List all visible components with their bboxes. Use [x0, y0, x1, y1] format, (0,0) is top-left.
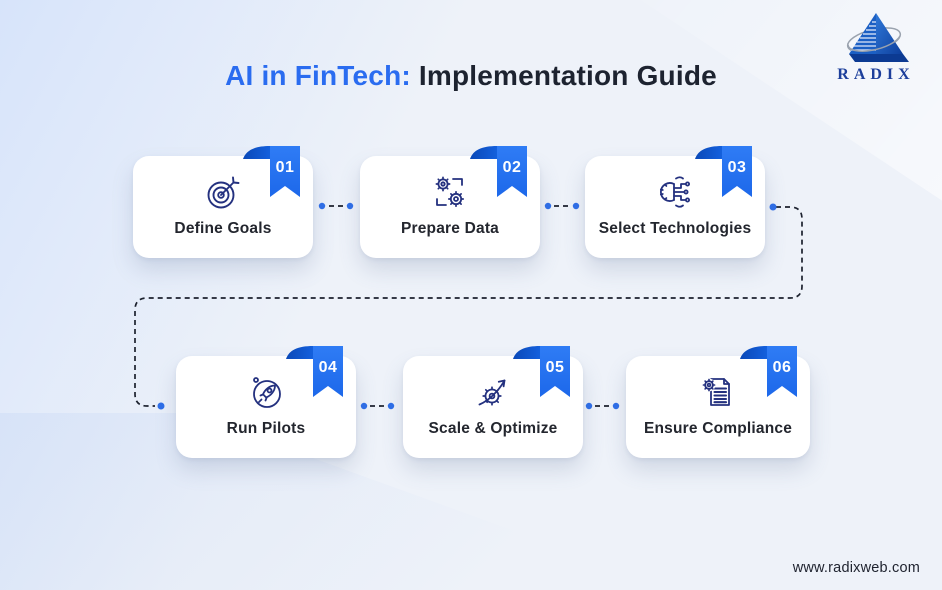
step-card-scale-optimize: 05 Scale & Optimize — [403, 346, 583, 458]
data-gears-icon — [435, 176, 465, 208]
step-number: 04 — [318, 359, 338, 376]
connector-dot — [318, 202, 326, 210]
connector-dot — [360, 402, 368, 410]
connector-dot — [572, 202, 580, 210]
step-label: Scale & Optimize — [428, 420, 558, 437]
step-ribbon — [286, 346, 343, 397]
gear-circuit-icon — [659, 176, 690, 208]
radix-logo: RADIX — [824, 10, 928, 84]
target-goal-icon — [207, 176, 240, 209]
page-title-highlight: AI in FinTech: — [225, 60, 411, 91]
connector-dot — [387, 402, 395, 410]
connector-dot — [346, 202, 354, 210]
connector-dot — [544, 202, 552, 210]
connector-dot — [769, 203, 777, 211]
step-ribbon — [470, 146, 527, 197]
step-label: Run Pilots — [226, 420, 306, 437]
step-card-ensure-compliance: 06 Ensure Compliance — [626, 346, 810, 458]
radix-pyramid-icon — [846, 13, 909, 62]
page-title-rest: Implementation Guide — [410, 60, 717, 91]
rocket-icon — [253, 377, 281, 408]
step-number: 06 — [772, 359, 792, 376]
document-gear-icon — [702, 378, 730, 406]
step-card-run-pilots: 04 Run Pilots — [176, 346, 356, 458]
step-label: Prepare Data — [400, 220, 500, 237]
step-number: 02 — [502, 159, 522, 176]
connector-dot — [612, 402, 620, 410]
connector-dot — [157, 402, 165, 410]
step-label: Define Goals — [174, 220, 272, 237]
step-card-define-goals: 01 Define Goals — [133, 146, 313, 258]
page-title: AI in FinTech: Implementation Guide — [0, 60, 942, 92]
step-number: 05 — [545, 359, 565, 376]
step-number: 03 — [727, 159, 747, 176]
gear-arrow-icon — [478, 379, 506, 406]
step-ribbon — [740, 346, 797, 397]
step-number: 01 — [275, 159, 295, 176]
step-card-prepare-data: 02 Prepare Data — [360, 146, 540, 258]
radix-logo-text: RADIX — [837, 66, 915, 83]
step-card-select-technologies: 03 Select Technologies — [585, 146, 765, 258]
step-label: Ensure Compliance — [643, 420, 793, 437]
step-label: Select Technologies — [598, 220, 752, 237]
website-url: www.radixweb.com — [792, 560, 920, 576]
step-ribbon — [695, 146, 752, 197]
connector-dot — [585, 402, 593, 410]
step-ribbon — [513, 346, 570, 397]
step-ribbon — [243, 146, 300, 197]
